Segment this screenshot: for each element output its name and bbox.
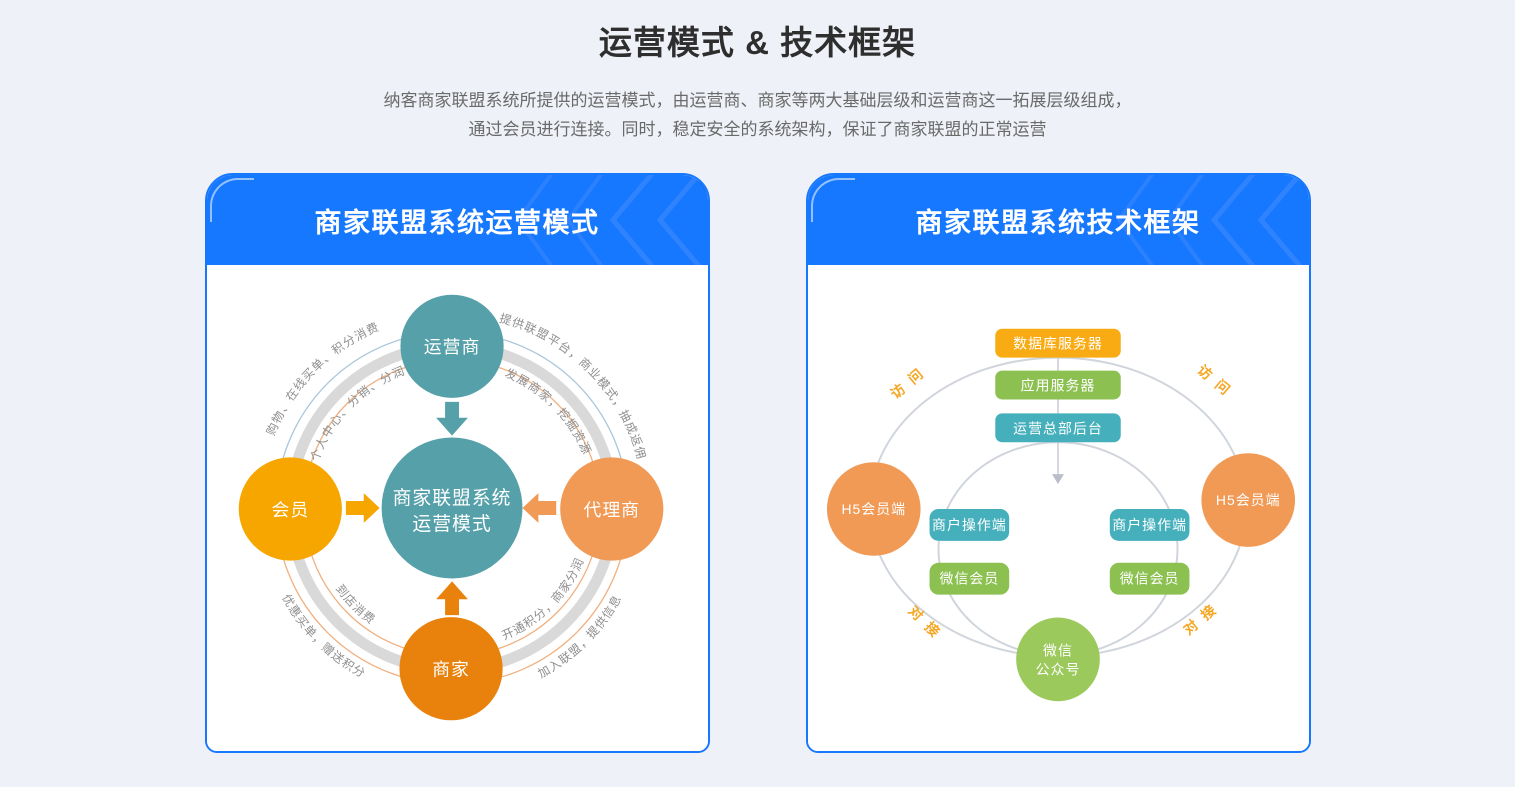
operation-card-header: 商家联盟系统运营模式 — [206, 175, 708, 265]
center-node — [381, 437, 522, 579]
center-node-line1: 商家联盟系统 — [392, 487, 511, 508]
page-subtitle: 纳客商家联盟系统所提供的运营模式，由运营商、商家等两大基础层级和运营商这一拓展层… — [0, 86, 1515, 144]
subtitle-line-1: 纳客商家联盟系统所提供的运营模式，由运营商、商家等两大基础层级和运营商这一拓展层… — [383, 91, 1132, 110]
h5-member-node-right — [1200, 453, 1295, 547]
arc-lower-left-inner-line — [306, 538, 421, 654]
app-server-box — [994, 370, 1121, 400]
arc-label-lower-right-inner: 开通积分，商家分润 — [499, 556, 585, 643]
subtitle-line-2: 通过会员进行连接。同时，稳定安全的系统架构，保证了商家联盟的正常运营 — [468, 120, 1047, 139]
corner-arc-decoration — [209, 178, 254, 222]
merchant-terminal-label-left: 商户操作端 — [932, 517, 1007, 533]
framework-card: 商家联盟系统技术框架 数据库服务器 应用服务器 运营总部后台 — [805, 173, 1311, 753]
hq-backend-label: 运营总部后台 — [1013, 420, 1103, 436]
agent-node — [559, 457, 663, 561]
cards-row: 商家联盟系统运营模式 — [0, 173, 1515, 753]
wechat-official-account-node — [1015, 617, 1100, 702]
chevron-pattern-decoration — [1116, 175, 1309, 265]
wechat-official-line2: 公众号 — [1035, 661, 1080, 677]
operation-mode-diagram: 购物、在线买单、积分消费 提供联盟平台，商业模式，抽成返佣 优惠买单，赠送积分 … — [238, 294, 663, 721]
wechat-member-box-right — [1109, 562, 1189, 595]
operation-mode-card: 商家联盟系统运营模式 — [204, 173, 710, 753]
arc-upper-left-inner-line — [306, 362, 421, 478]
merchant-terminal-label-right: 商户操作端 — [1112, 517, 1187, 533]
operator-node-label: 运营商 — [423, 337, 480, 357]
member-node — [238, 457, 342, 561]
wechat-member-label-right: 微信会员 — [1119, 571, 1179, 587]
framework-card-header: 商家联盟系统技术框架 — [807, 175, 1309, 265]
h5-member-label-right: H5会员端 — [1215, 492, 1280, 508]
edge-label-access-left: 访问 — [887, 360, 932, 402]
connector-arrow-icon — [1051, 474, 1064, 485]
h5-member-label-left: H5会员端 — [841, 501, 906, 517]
member-node-label: 会员 — [271, 500, 309, 520]
merchant-terminal-box-left — [929, 508, 1009, 541]
hq-backend-box — [994, 413, 1121, 443]
wechat-member-box-left — [929, 562, 1009, 595]
merchant-node-label: 商家 — [432, 660, 470, 680]
merchant-node — [398, 617, 503, 721]
wechat-member-label-left: 微信会员 — [939, 571, 999, 587]
page-title: 运营模式 & 技术框架 — [598, 24, 917, 61]
svg-text:开通积分，商家分润: 开通积分，商家分润 — [499, 556, 586, 643]
center-node-line2: 运营模式 — [412, 513, 491, 534]
framework-diagram: 数据库服务器 应用服务器 运营总部后台 H5会员端 商户操作端 微信会员 H5会… — [826, 328, 1295, 702]
wechat-official-line1: 微信 — [1043, 642, 1073, 658]
edge-label-access-right: 访问 — [1194, 362, 1239, 404]
arc-upper-right-inner-line — [482, 362, 598, 478]
arrow-right-icon — [345, 493, 380, 523]
framework-card-title: 商家联盟系统技术框架 — [915, 207, 1201, 238]
corner-arc-decoration — [810, 178, 855, 222]
arrow-down-icon — [435, 401, 468, 436]
arrow-up-icon — [435, 581, 468, 616]
database-server-box — [994, 328, 1121, 358]
merchant-terminal-box-right — [1109, 508, 1189, 541]
framework-card-body: 数据库服务器 应用服务器 运营总部后台 H5会员端 商户操作端 微信会员 H5会… — [807, 265, 1309, 751]
arrow-left-icon — [521, 493, 556, 523]
arc-lower-right-inner-line — [482, 538, 598, 654]
operation-card-title: 商家联盟系统运营模式 — [314, 207, 600, 238]
chevron-pattern-decoration — [515, 175, 708, 265]
agent-node-label: 代理商 — [583, 500, 640, 520]
operator-node — [399, 294, 504, 398]
operation-card-body: 购物、在线买单、积分消费 提供联盟平台，商业模式，抽成返佣 优惠买单，赠送积分 … — [206, 265, 708, 751]
app-server-label: 应用服务器 — [1020, 377, 1095, 393]
h5-member-node-left — [826, 462, 921, 556]
database-server-label: 数据库服务器 — [1013, 336, 1103, 352]
